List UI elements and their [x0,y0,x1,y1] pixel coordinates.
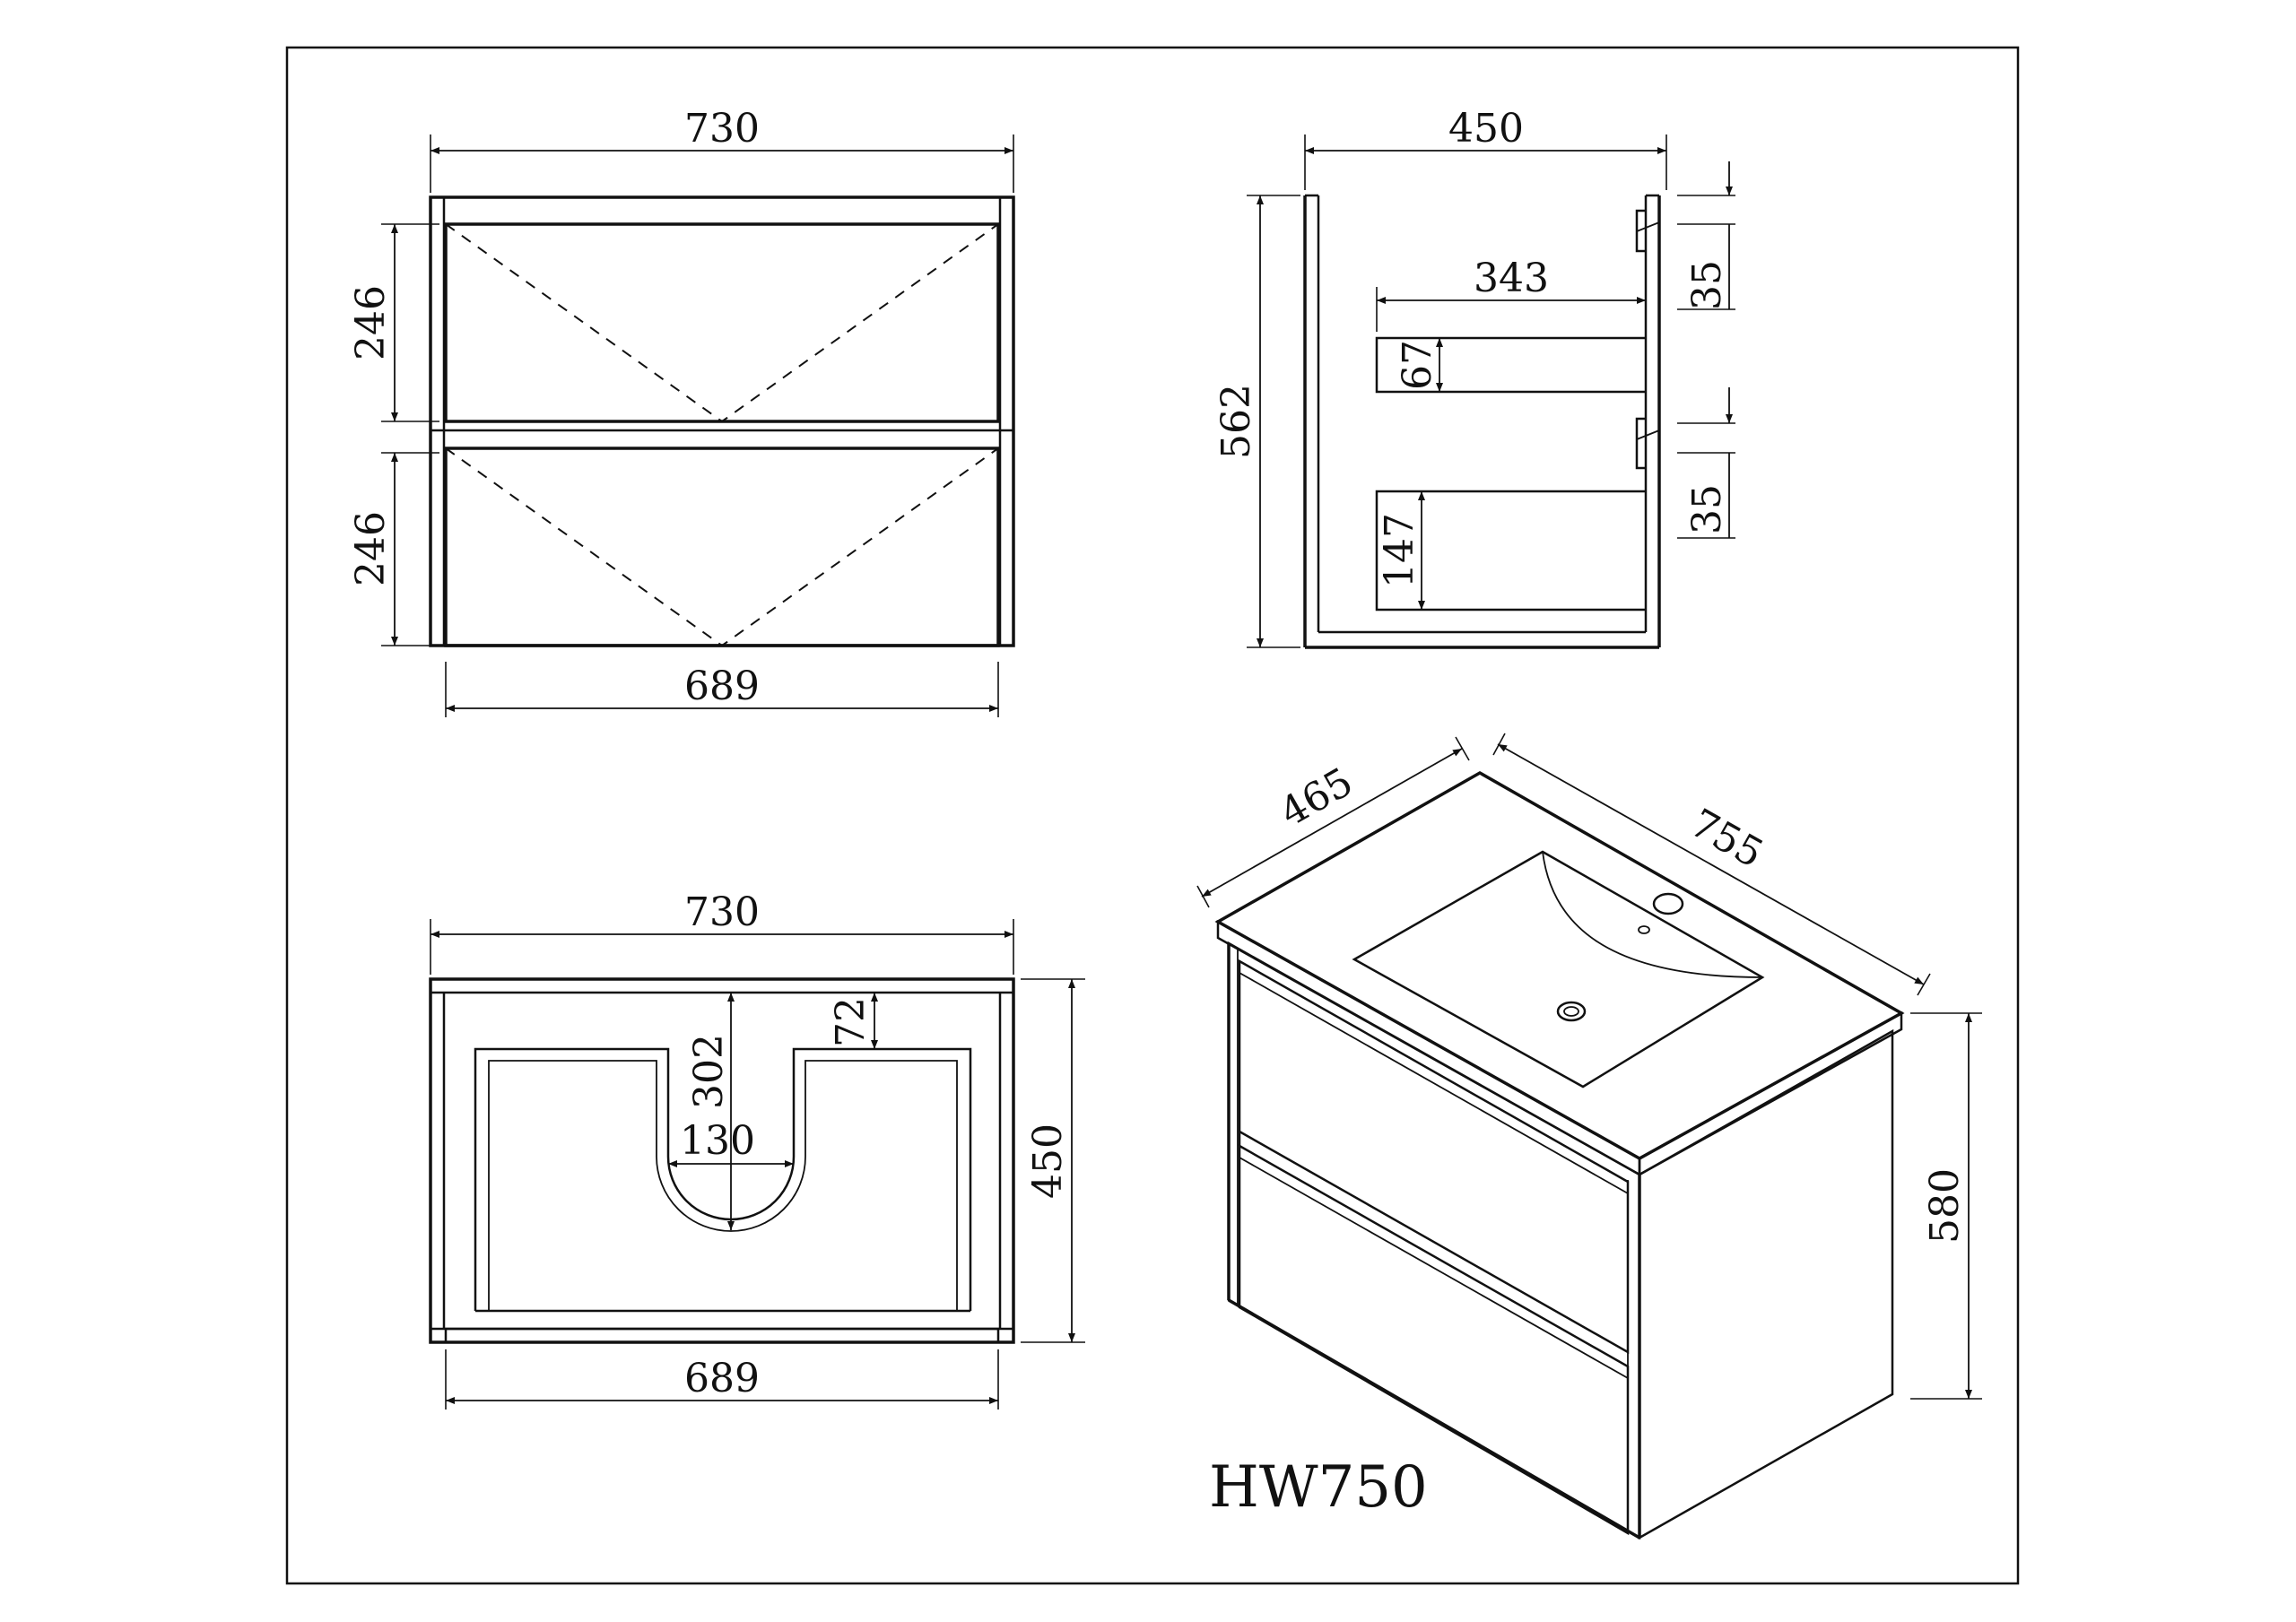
top-width-bottom-label: 689 [684,1356,760,1401]
perspective-view: 465 755 580 [1196,733,1982,1540]
perspective-basin-width-label: 755 [1683,801,1770,878]
drain-icon [1556,1001,1587,1022]
front-width-bottom-label: 689 [684,664,760,709]
perspective-basin-depth-label: 465 [1273,759,1361,836]
perspective-height-label: 580 [1922,1168,1968,1244]
side-upper-cutout-label: 67 [1395,340,1440,390]
side-lower-cutout-label: 147 [1377,513,1422,588]
top-width-top-label: 730 [684,889,760,935]
side-handle-gap-lower-label: 35 [1684,484,1730,534]
side-depth-label: 450 [1448,106,1524,152]
top-rear-offset-label: 72 [828,997,874,1047]
top-depth-label: 450 [1025,1123,1071,1199]
side-view: 450 562 343 67 147 35 35 [1213,106,1735,649]
basin [1352,850,1765,1089]
front-width-top-label: 730 [684,106,760,152]
top-cutout-width-label: 130 [680,1118,755,1164]
side-height-label: 562 [1213,384,1259,459]
front-drawer-height-lower-label: 246 [348,511,394,586]
side-handle-gap-upper-label: 35 [1684,260,1730,310]
top-view: 730 689 450 302 130 72 [429,889,1085,1409]
model-label: HW750 [1209,1454,1428,1521]
side-drawer-depth-label: 343 [1474,256,1549,301]
drawing-border [285,46,2020,1585]
front-drawer-height-upper-label: 246 [348,285,394,360]
front-view: 730 689 246 246 [348,106,1015,717]
top-cutout-depth-label: 302 [686,1034,732,1109]
